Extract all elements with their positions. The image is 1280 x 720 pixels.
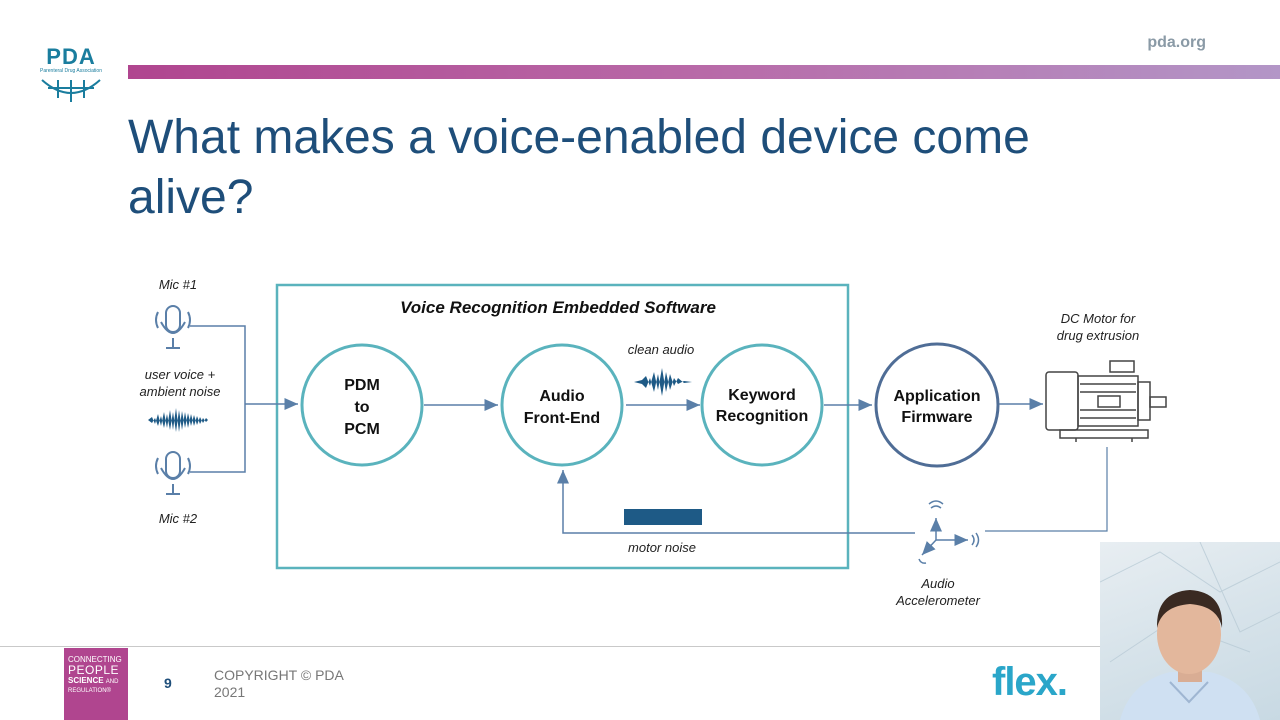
input-waveform	[148, 408, 208, 432]
microphone-icon	[155, 305, 191, 349]
copyright-line-1: COPYRIGHT © PDA	[214, 667, 344, 683]
app-label-1: Application	[893, 388, 980, 405]
badge-line-4: REGULATION®	[68, 688, 111, 694]
accel-label-2: Accelerometer	[895, 593, 980, 608]
presenter-image	[1100, 542, 1280, 720]
clean-audio-label: clean audio	[628, 342, 695, 357]
badge-line-3: SCIENCE	[68, 676, 104, 685]
clean-audio-waveform	[634, 368, 692, 396]
pdm-to-pcm-node	[300, 343, 424, 467]
input-label-line1: user voice +	[145, 367, 216, 382]
site-url[interactable]: pda.org	[1147, 34, 1206, 51]
pda-tagline-badge: CONNECTING PEOPLE SCIENCE AND REGULATION…	[64, 648, 128, 720]
motor-noise-label: motor noise	[628, 540, 696, 555]
header-gradient-bar	[128, 65, 1280, 79]
title-line-2: alive?	[128, 171, 254, 224]
logo-subtitle: Parenteral Drug Association	[40, 68, 102, 74]
flex-logo: flex.	[992, 660, 1068, 704]
audio-label-2: Front-End	[524, 410, 600, 427]
software-box	[275, 283, 850, 570]
accelerometer-icon	[918, 500, 980, 564]
copyright: COPYRIGHT © PDA 2021	[214, 667, 374, 701]
keyword-label-1: Keyword	[728, 387, 796, 404]
keyword-recognition-node	[700, 343, 824, 467]
title-line-1: What makes a voice-enabled device come	[128, 111, 1030, 164]
badge-line-1: CONNECTING	[68, 655, 122, 664]
footer-divider	[0, 646, 1100, 647]
dc-motor-icon	[1045, 360, 1167, 442]
pda-logo	[36, 44, 106, 104]
motor-noise-waveform	[624, 509, 702, 525]
globe-icon	[41, 79, 101, 102]
accel-label-1: Audio	[920, 576, 954, 591]
audio-front-end-node	[500, 343, 624, 467]
copyright-line-2: 2021	[214, 684, 246, 700]
mic1-label: Mic #1	[159, 277, 197, 292]
badge-line-2: PEOPLE	[68, 663, 120, 677]
application-firmware-node	[874, 342, 1000, 468]
audio-label-1: Audio	[539, 388, 585, 405]
software-box-title: Voice Recognition Embedded Software	[400, 298, 716, 317]
presenter-video	[1100, 542, 1280, 720]
pdm-label-2: to	[354, 399, 369, 416]
input-label-line2: ambient noise	[140, 384, 221, 399]
mic2-label: Mic #2	[159, 511, 198, 526]
motor-label-2: drug extrusion	[1057, 328, 1139, 343]
keyword-label-2: Recognition	[716, 408, 808, 425]
page-number: 9	[164, 675, 172, 691]
pdm-label-1: PDM	[344, 377, 380, 394]
logo-text: PDA	[46, 44, 96, 69]
motor-label-1: DC Motor for	[1061, 311, 1136, 326]
microphone-icon	[155, 451, 191, 495]
app-label-2: Firmware	[901, 409, 972, 426]
slide-title: What makes a voice-enabled device come a…	[128, 108, 1228, 228]
badge-line-3b: AND	[105, 679, 119, 685]
pdm-label-3: PCM	[344, 421, 380, 438]
